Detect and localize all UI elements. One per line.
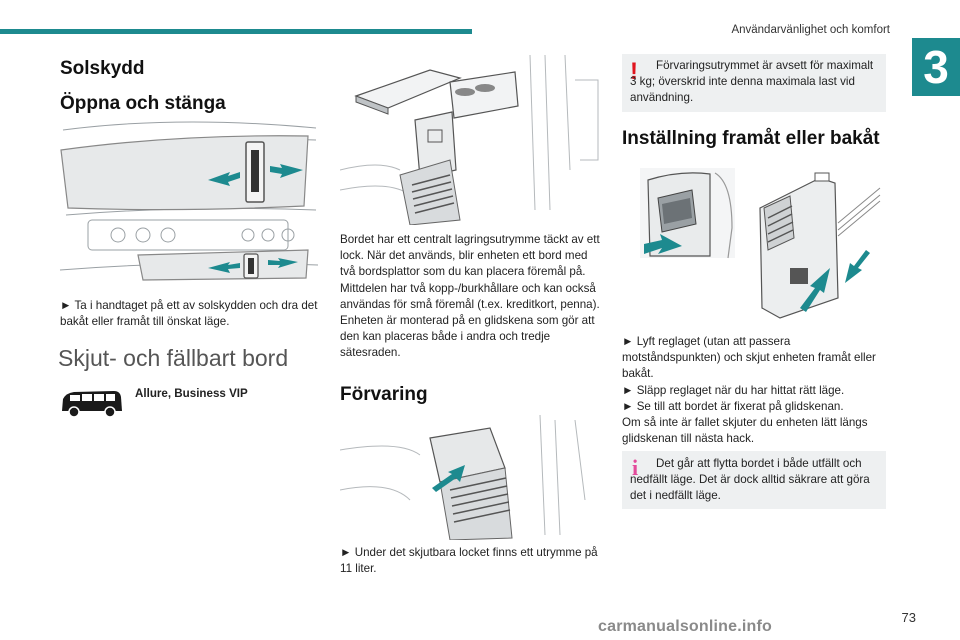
adjust-step-4: Om så inte är fallet skjuter du enheten … [622, 416, 868, 446]
adjust-steps: ► Lyft reglaget (utan att passera motstå… [622, 334, 886, 447]
heading-sunshade: Solskydd [60, 58, 145, 79]
heading-open-close: Öppna och stänga [60, 93, 226, 114]
sunshade-instruction: ► Ta i handtaget på ett av solskydden oc… [60, 299, 318, 329]
adjust-step-2: ► Släpp reglaget när du har hittat rätt … [622, 383, 845, 397]
info-box: i Det går att flytta bordet i både utfäl… [622, 451, 886, 509]
table-description: Bordet har ett centralt lagringsutrymme … [340, 232, 602, 362]
heading-adjust: Inställning framåt eller bakåt [622, 128, 880, 149]
header-accent-bar [0, 29, 472, 34]
info-text: Det går att flytta bordet i både utfällt… [630, 457, 870, 503]
slide-adjust-illustration [640, 168, 885, 323]
storage-instruction: ► Under det skjutbara locket finns ett u… [340, 546, 598, 576]
heading-sliding-table: Skjut- och fällbart bord [58, 345, 289, 371]
table-description-para-2: Enheten är monterad på en glidskena som … [340, 314, 595, 360]
info-icon: i [632, 455, 639, 480]
storage-illustration [340, 410, 602, 540]
table-unfolded-illustration [340, 50, 600, 225]
adjust-step-3: ► Se till att bordet är fixerat på glids… [622, 399, 844, 413]
heading-storage: Förvaring [340, 384, 428, 405]
warning-box: ! Förvaringsutrymmet är avsett för maxim… [622, 54, 886, 112]
page-number: 73 [901, 610, 916, 625]
chapter-title: Användarvänlighet och komfort [731, 24, 890, 36]
adjust-step-1: ► Lyft reglaget (utan att passera motstå… [622, 335, 876, 381]
table-description-para-1: Bordet har ett centralt lagringsutrymme … [340, 233, 600, 311]
warning-text: Förvaringsutrymmet är avsett för maximal… [630, 59, 874, 105]
chapter-number-badge: 3 [912, 38, 960, 96]
sunshade-illustration [58, 120, 320, 288]
version-label: Allure, Business VIP [135, 387, 248, 400]
warning-icon: ! [630, 58, 638, 85]
watermark: carmanualsonline.info [598, 618, 773, 635]
van-icon [60, 385, 124, 419]
